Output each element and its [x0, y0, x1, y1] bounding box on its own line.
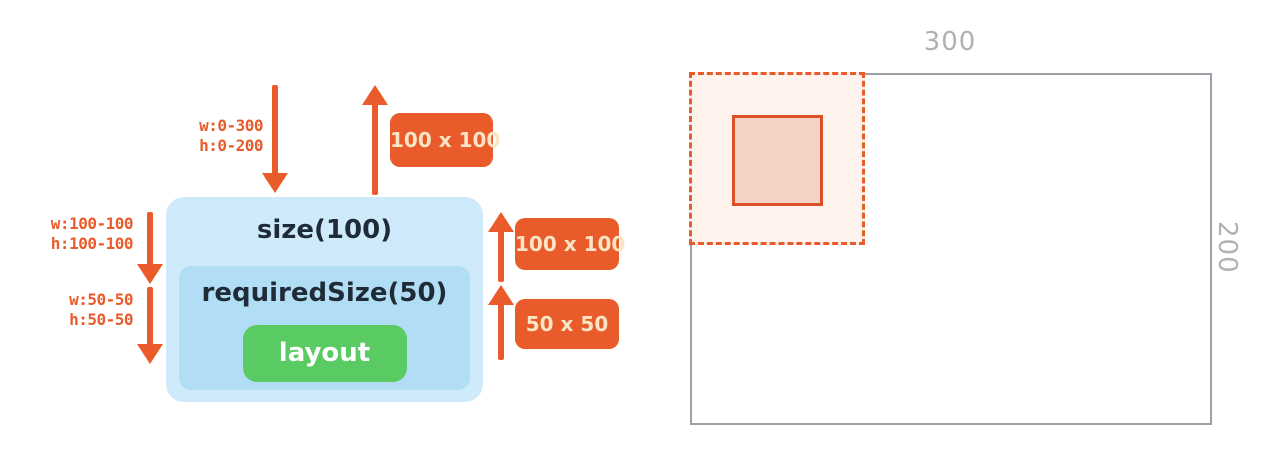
required-size-constraints-down-arrow	[137, 287, 163, 364]
arrow-head	[137, 344, 163, 364]
size-constraints-down-arrow	[137, 212, 163, 284]
measured-size-bottom-up-arrow	[488, 285, 514, 360]
arrow-shaft	[147, 287, 153, 349]
required-size-modifier-label: requiredSize(50)	[201, 278, 448, 308]
arrow-head	[488, 285, 514, 305]
arrow-shaft	[498, 300, 504, 360]
measured-size-badge-middle: 100 x 100	[515, 218, 625, 270]
measured-size-badge-bottom: 50 x 50	[515, 299, 619, 349]
arrow-head	[137, 264, 163, 284]
layout-node-box: layout	[242, 325, 407, 382]
size-constraints-label: w:100-100 h:100-100	[13, 214, 134, 254]
arrow-head	[362, 85, 388, 105]
incoming-constraints-width: w:0-300	[199, 116, 263, 135]
size-constraints-height: h:100-100	[50, 234, 134, 253]
incoming-constraints-label: w:0-300 h:0-200	[143, 116, 263, 156]
arrow-shaft	[147, 212, 153, 269]
parent-width-label: 300	[923, 27, 977, 57]
required-size-constraints-label: w:50-50 h:50-50	[13, 290, 133, 330]
size-modifier-box: size(100) requiredSize(50) layout	[166, 197, 483, 402]
required-size-constraints-width: w:50-50	[69, 290, 133, 309]
measured-size-top-up-arrow	[362, 85, 388, 195]
arrow-head	[488, 212, 514, 232]
measured-size-middle-up-arrow	[488, 212, 514, 282]
arrow-head	[262, 173, 288, 193]
incoming-constraints-height: h:0-200	[199, 136, 263, 155]
required-size-constraints-height: h:50-50	[69, 310, 133, 329]
size-constraints-width: w:100-100	[50, 214, 134, 233]
arrow-shaft	[372, 100, 378, 195]
size-modifier-label: size(100)	[256, 215, 393, 245]
actual-content-square	[732, 115, 823, 206]
arrow-shaft	[498, 227, 504, 282]
required-size-modifier-box: requiredSize(50) layout	[179, 266, 470, 390]
measured-size-badge-top: 100 x 100	[390, 113, 500, 167]
arrow-shaft	[272, 85, 278, 178]
parent-height-label: 200	[1212, 221, 1242, 274]
incoming-constraints-down-arrow	[262, 85, 288, 193]
